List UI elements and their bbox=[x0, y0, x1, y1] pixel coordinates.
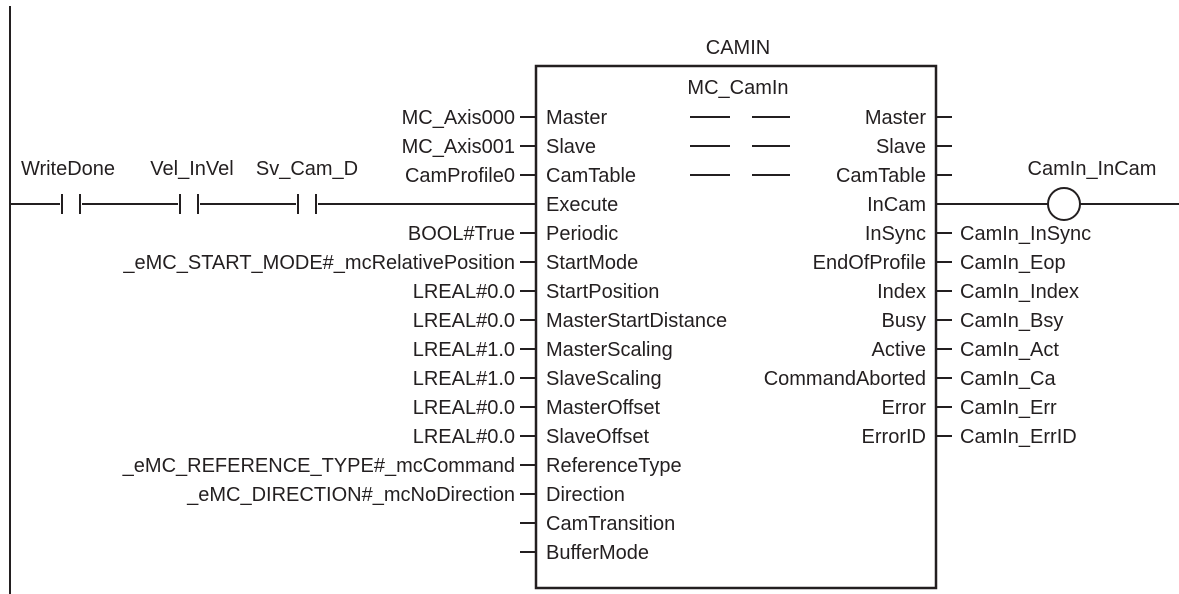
output-argument: CamIn_Err bbox=[960, 397, 1057, 419]
contact-vel-invel[interactable]: Vel_InVel bbox=[150, 158, 234, 214]
output-pin-label: Master bbox=[865, 107, 926, 129]
output-pin-label: InSync bbox=[865, 223, 926, 245]
input-pin-label: MasterStartDistance bbox=[546, 310, 727, 332]
fb-instance-name: CAMIN bbox=[706, 37, 770, 59]
output-argument: CamIn_Index bbox=[960, 281, 1079, 303]
input-argument: MC_Axis001 bbox=[402, 136, 515, 158]
input-argument: BOOL#True bbox=[408, 223, 515, 245]
output-pin-label: Busy bbox=[882, 310, 926, 332]
input-argument: LREAL#1.0 bbox=[413, 339, 515, 361]
input-pin-label: Direction bbox=[546, 484, 625, 506]
inout-dashes bbox=[690, 116, 790, 176]
contact-label: WriteDone bbox=[21, 158, 115, 180]
output-pin-label: ErrorID bbox=[862, 426, 926, 448]
contact-writedone[interactable]: WriteDone bbox=[21, 158, 115, 214]
output-argument: CamIn_Act bbox=[960, 339, 1059, 361]
input-pin-label: Execute bbox=[546, 194, 618, 216]
contact-label: Sv_Cam_D bbox=[256, 158, 358, 180]
function-block[interactable] bbox=[534, 64, 938, 590]
output-argument: CamIn_Ca bbox=[960, 368, 1056, 390]
output-pin-label: CamTable bbox=[836, 165, 926, 187]
input-argument: LREAL#0.0 bbox=[413, 281, 515, 303]
input-argument: CamProfile0 bbox=[405, 165, 515, 187]
input-pin-label: MasterScaling bbox=[546, 339, 673, 361]
coil-camin-incam[interactable]: CamIn_InCam bbox=[1028, 158, 1157, 221]
input-pin-label: StartMode bbox=[546, 252, 638, 274]
input-pin-label: SlaveOffset bbox=[546, 426, 649, 448]
input-pin-label: BufferMode bbox=[546, 542, 649, 564]
output-pin-label: Index bbox=[877, 281, 926, 303]
input-argument: _eMC_REFERENCE_TYPE#_mcCommand bbox=[122, 455, 515, 477]
input-pin-label: CamTransition bbox=[546, 513, 675, 535]
input-pin-label: Slave bbox=[546, 136, 596, 158]
input-argument: LREAL#0.0 bbox=[413, 397, 515, 419]
input-pin-label: Master bbox=[546, 107, 607, 129]
output-argument: CamIn_Eop bbox=[960, 252, 1066, 274]
input-argument: LREAL#1.0 bbox=[413, 368, 515, 390]
input-argument: _eMC_DIRECTION#_mcNoDirection bbox=[186, 484, 515, 506]
output-pin-label: InCam bbox=[867, 194, 926, 216]
input-pin-label: SlaveScaling bbox=[546, 368, 662, 390]
input-pins: MC_Axis000MC_Axis001CamProfile0BOOL#True… bbox=[122, 107, 728, 564]
output-pin-label: Error bbox=[882, 397, 927, 419]
contact-sv-cam-d[interactable]: Sv_Cam_D bbox=[256, 158, 358, 214]
output-argument: CamIn_ErrID bbox=[960, 426, 1077, 448]
input-argument: _eMC_START_MODE#_mcRelativePosition bbox=[122, 252, 515, 274]
input-pin-label: MasterOffset bbox=[546, 397, 661, 419]
output-pin-label: Active bbox=[872, 339, 926, 361]
input-pin-label: StartPosition bbox=[546, 281, 659, 303]
input-argument: LREAL#0.0 bbox=[413, 310, 515, 332]
input-pin-label: ReferenceType bbox=[546, 455, 682, 477]
fb-type-name: MC_CamIn bbox=[687, 77, 788, 99]
output-pin-label: EndOfProfile bbox=[813, 252, 926, 274]
contact-label: Vel_InVel bbox=[150, 158, 233, 180]
input-pin-label: Periodic bbox=[546, 223, 618, 245]
output-pin-label: Slave bbox=[876, 136, 926, 158]
input-argument: LREAL#0.0 bbox=[413, 426, 515, 448]
output-pin-label: CommandAborted bbox=[764, 368, 926, 390]
output-argument: CamIn_Bsy bbox=[960, 310, 1063, 332]
output-argument: CamIn_InSync bbox=[960, 223, 1091, 245]
input-argument: MC_Axis000 bbox=[402, 107, 515, 129]
coil-label: CamIn_InCam bbox=[1028, 158, 1157, 180]
input-pin-label: CamTable bbox=[546, 165, 636, 187]
